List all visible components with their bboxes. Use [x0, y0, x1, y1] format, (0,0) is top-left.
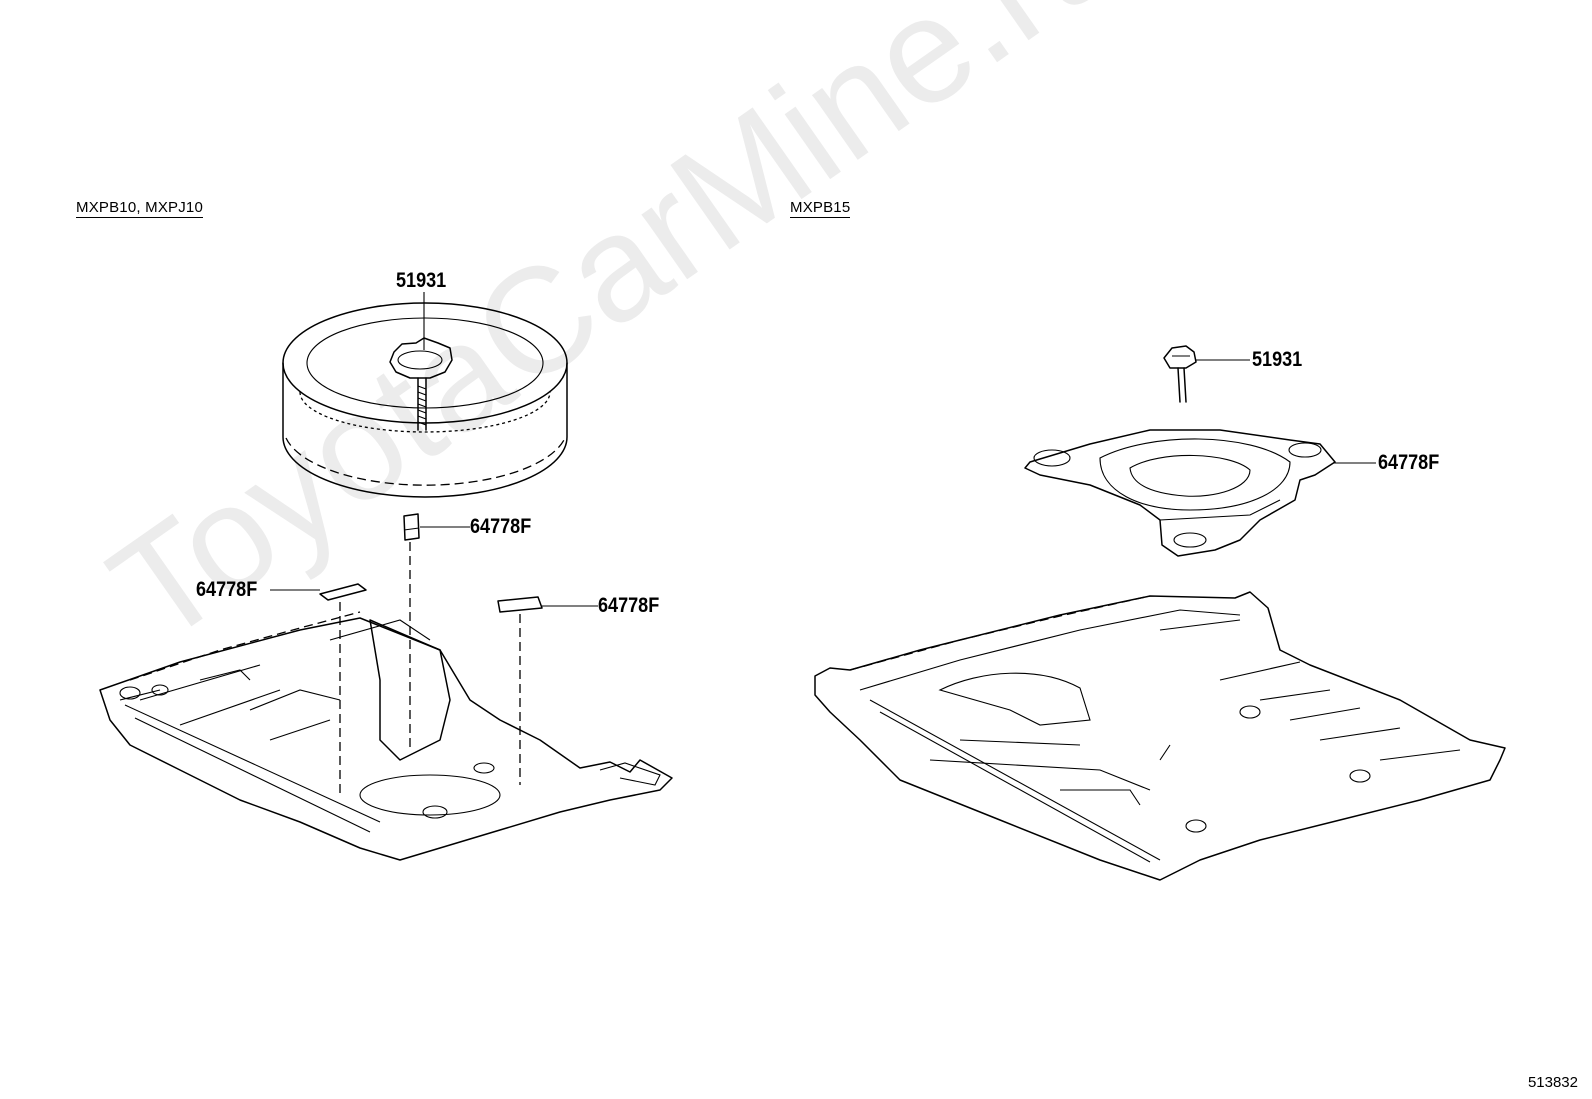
- hold-down-bolt-right-illustration: [1163, 345, 1197, 403]
- callout-64778f-left[interactable]: 64778F: [196, 578, 258, 601]
- callout-51931-right[interactable]: 51931: [1252, 348, 1303, 371]
- pad-upper-illustration: [403, 513, 420, 541]
- spare-tire-carrier-illustration: [1024, 429, 1336, 557]
- variant-label-right: MXPB15: [790, 199, 851, 218]
- spare-tire-illustration: [282, 302, 568, 498]
- diagram-id: 513832: [1527, 1074, 1578, 1091]
- floor-pan-right-illustration: [814, 591, 1506, 881]
- callout-64778f-carrier[interactable]: 64778F: [1378, 451, 1440, 474]
- pad-right-illustration: [497, 596, 543, 613]
- pad-left-illustration: [319, 583, 367, 601]
- hold-down-bolt-left-illustration: [389, 337, 453, 431]
- callout-51931-left[interactable]: 51931: [396, 269, 447, 292]
- callout-64778f-upper[interactable]: 64778F: [470, 515, 532, 538]
- variant-label-left: MXPB10, MXPJ10: [76, 199, 204, 218]
- floor-pan-left-illustration: [99, 611, 673, 861]
- callout-64778f-right[interactable]: 64778F: [598, 594, 660, 617]
